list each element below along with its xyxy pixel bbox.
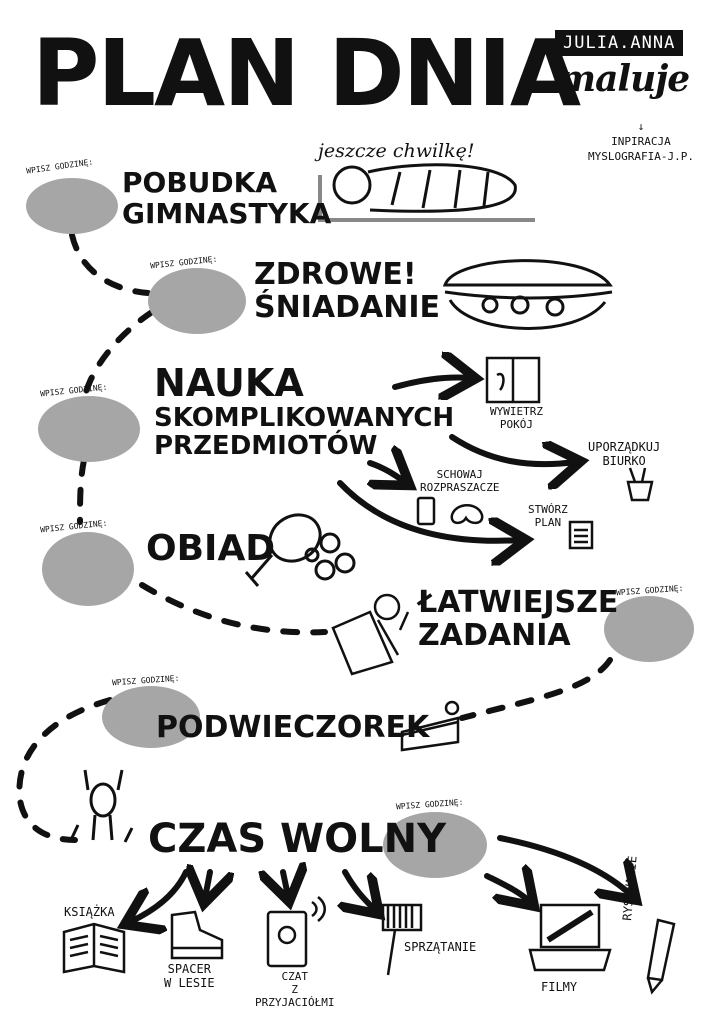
food-icon [244, 513, 356, 587]
hide-line2: ROZPRASZACZE [420, 481, 500, 495]
study-line1: NAUKA [154, 361, 304, 405]
walk-label: SPACER W LESIE [164, 962, 215, 991]
breakfast-label: ZDROWE! ŚNIADANIE [254, 258, 440, 324]
desk-line1: UPORZĄDKUJ [588, 440, 661, 454]
inspiration-credit: ↓ INPIRACJA MYSLOGRAFIA-J.P. [588, 120, 694, 163]
page-title: PLAN DNIA [32, 20, 581, 127]
walk-line1: SPACER [167, 962, 211, 976]
distractions-icon [416, 496, 484, 526]
plan-tip: STWÓRZ PLAN [528, 503, 568, 529]
shoe-icon [170, 910, 224, 960]
sandwich-icon [442, 259, 613, 330]
stickman-icon [68, 769, 134, 843]
wake-label: POBUDKA GIMNASTYKA [122, 166, 332, 230]
easy-line1: ŁATWIEJSZE [418, 585, 619, 620]
book-label: KSIĄŻKA [64, 905, 115, 919]
book-icon [62, 922, 126, 974]
sleeping-icon [318, 163, 535, 222]
chat-line3: PRZYJACIÓŁMI [255, 996, 335, 1010]
free-time-label: CZAS WOLNY [148, 816, 447, 862]
time-slot-free-time[interactable] [383, 812, 487, 878]
time-slot-study[interactable] [38, 396, 140, 462]
brush-icon [381, 903, 423, 976]
paper-person-icon [331, 593, 410, 676]
hide-line1: SCHOWAJ [436, 468, 483, 481]
plan-line1: STWÓRZ [528, 503, 568, 516]
pencil-icon [646, 918, 676, 995]
time-slot-easy-tasks[interactable] [604, 596, 694, 662]
snack-label: PODWIECZOREK [156, 710, 430, 745]
pencil-cup-icon [626, 467, 654, 502]
phone-icon [266, 896, 326, 968]
study-line3: PRZEDMIOTÓW [154, 431, 378, 462]
notepad-icon [568, 520, 594, 550]
inspiration-line2: MYSLOGRAFIA-J.P. [588, 149, 694, 163]
lunch-label: OBIAD [146, 528, 276, 569]
air-line2: POKÓJ [499, 418, 534, 432]
time-slot-lunch[interactable] [42, 532, 134, 606]
chat-line2: Z [291, 983, 299, 997]
laptop-icon [528, 903, 612, 972]
arrows [130, 377, 632, 922]
cleaning-label: SPRZĄTANIE [404, 940, 477, 954]
wake-line2: GIMNASTYKA [122, 196, 332, 230]
time-slot-breakfast[interactable] [148, 268, 246, 334]
chat-line1: CZAT [281, 970, 308, 983]
desk-line2: BIURKO [602, 454, 646, 469]
plan-line2: PLAN [534, 516, 562, 530]
distractions-tip: SCHOWAJ ROZPRASZACZE [420, 468, 499, 494]
chat-label: CZAT Z PRZYJACIÓŁMI [255, 970, 334, 1010]
easy-tasks-label: ŁATWIEJSZE ZADANIA [418, 586, 618, 652]
brand-script: maluje [558, 58, 690, 100]
time-slot-snack[interactable] [102, 686, 200, 748]
movies-label: FILMY [541, 980, 578, 994]
time-slot-wake[interactable] [26, 178, 118, 234]
dashed-path [16, 232, 613, 843]
breakfast-line1: ZDROWE! [254, 257, 417, 292]
breakfast-line2: ŚNIADANIE [254, 290, 440, 325]
study-label: NAUKA SKOMPLIKOWANYCH PRZEDMIOTÓW [154, 361, 455, 462]
study-line2: SKOMPLIKOWANYCH [154, 402, 455, 433]
inspiration-line1: INPIRACJA [611, 134, 671, 148]
air-line1: WYWIETRZ [490, 405, 543, 418]
air-tip: WYWIETRZ POKÓJ [490, 405, 543, 431]
brand-box: JULIA.ANNA [555, 30, 684, 56]
cake-icon [400, 700, 460, 752]
easy-line2: ZADANIA [418, 618, 571, 653]
walk-line2: W LESIE [164, 976, 215, 991]
desk-tip: UPORZĄDKUJ BIURKO [588, 440, 660, 469]
wake-line1: POBUDKA [122, 166, 278, 199]
wake-bubble: jeszcze chwilkę! [318, 140, 475, 162]
window-icon [485, 356, 541, 404]
